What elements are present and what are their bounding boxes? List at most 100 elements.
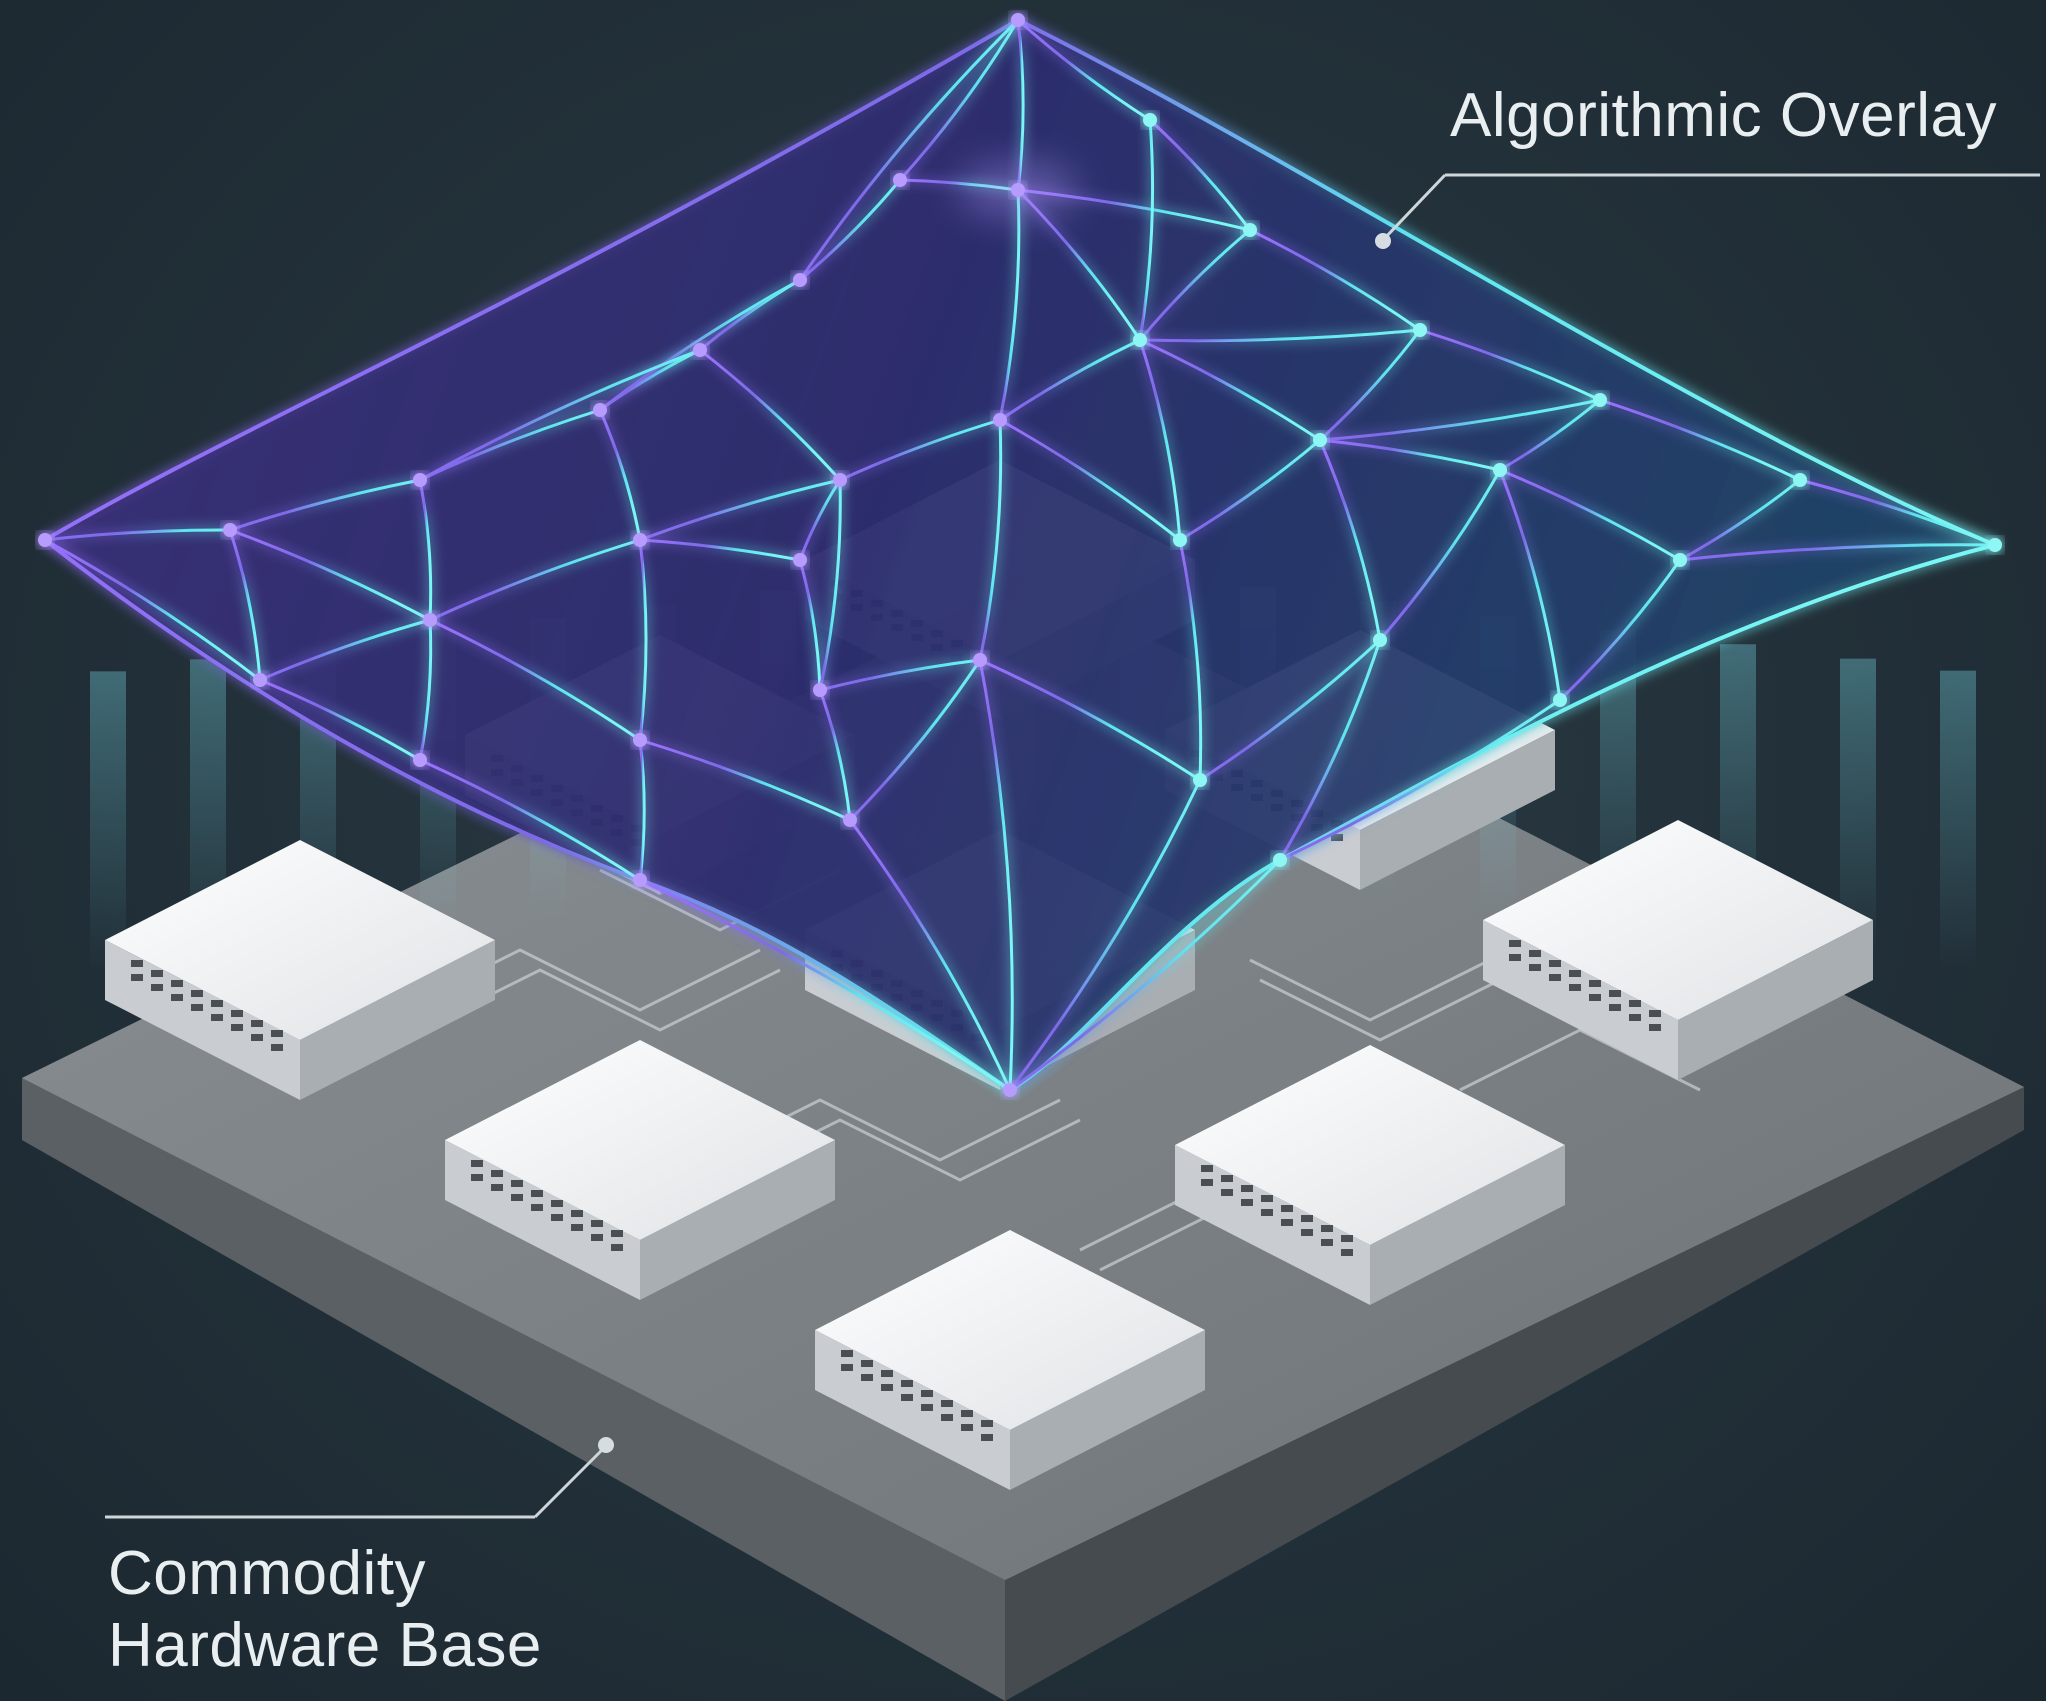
mesh-link bbox=[418, 479, 433, 621]
mesh-node bbox=[1988, 538, 2002, 552]
server-port bbox=[1649, 1024, 1661, 1031]
mesh-link bbox=[999, 418, 1181, 542]
server-port bbox=[1549, 974, 1561, 981]
server-port bbox=[1629, 1000, 1641, 1007]
server-port bbox=[1261, 1209, 1273, 1216]
light-beam bbox=[90, 671, 126, 972]
mesh-link bbox=[1279, 698, 1561, 862]
mesh-link bbox=[418, 619, 433, 761]
mesh-link bbox=[419, 348, 701, 482]
mesh-link bbox=[1138, 339, 1182, 541]
server-port bbox=[591, 1220, 603, 1227]
mesh-node bbox=[1593, 393, 1607, 407]
mesh-link bbox=[639, 738, 851, 822]
mesh-link bbox=[639, 878, 1011, 1092]
mesh-link bbox=[819, 658, 981, 692]
server-port bbox=[1221, 1189, 1233, 1196]
mesh-link bbox=[229, 528, 431, 622]
mesh-node bbox=[1553, 693, 1567, 707]
server-port bbox=[151, 984, 163, 991]
server-port bbox=[1221, 1175, 1233, 1182]
server-port bbox=[591, 1234, 603, 1241]
mesh-link bbox=[1319, 398, 1601, 442]
mesh-link bbox=[1599, 398, 1801, 482]
server-port bbox=[841, 1350, 853, 1357]
mesh-link bbox=[1179, 438, 1321, 542]
server-port bbox=[1201, 1165, 1213, 1172]
mesh-link bbox=[638, 739, 646, 881]
mesh-link bbox=[1016, 18, 1151, 122]
mesh-node bbox=[1243, 223, 1257, 237]
server-port bbox=[1569, 970, 1581, 977]
server-port bbox=[1609, 990, 1621, 997]
server-port bbox=[1281, 1219, 1293, 1226]
mesh-link bbox=[44, 538, 261, 682]
server-port bbox=[921, 1404, 933, 1411]
mesh-link bbox=[229, 478, 421, 532]
server-front bbox=[105, 940, 300, 1100]
server-port bbox=[1629, 1014, 1641, 1021]
server-port bbox=[881, 1384, 893, 1391]
server-port bbox=[1589, 994, 1601, 1001]
mesh-link bbox=[419, 408, 601, 482]
mesh-link bbox=[419, 758, 641, 882]
mesh-link bbox=[699, 348, 842, 482]
mesh-link bbox=[1009, 858, 1282, 1092]
server-port bbox=[841, 1364, 853, 1371]
mesh-link bbox=[799, 179, 902, 282]
server-front bbox=[1483, 920, 1678, 1080]
server-port bbox=[231, 1010, 243, 1017]
server-port bbox=[1549, 960, 1561, 967]
server-port bbox=[1301, 1215, 1313, 1222]
server-unit bbox=[1175, 1045, 1565, 1305]
server-port bbox=[191, 990, 203, 997]
server-port bbox=[1321, 1225, 1333, 1232]
server-port bbox=[1241, 1199, 1253, 1206]
server-port bbox=[1341, 1249, 1353, 1256]
mesh-link bbox=[1499, 468, 1681, 562]
server-port bbox=[211, 1000, 223, 1007]
server-port bbox=[1261, 1195, 1273, 1202]
mesh-node bbox=[813, 683, 827, 697]
mesh-node bbox=[1133, 333, 1147, 347]
server-port bbox=[1341, 1235, 1353, 1242]
mesh-node bbox=[1373, 633, 1387, 647]
server-port bbox=[531, 1190, 543, 1197]
mesh-node bbox=[253, 673, 267, 687]
server-port bbox=[1509, 940, 1521, 947]
mesh-link bbox=[1419, 328, 1601, 402]
server-port bbox=[151, 970, 163, 977]
server-port bbox=[551, 1214, 563, 1221]
server-side bbox=[300, 940, 495, 1100]
mesh-node bbox=[1011, 13, 1025, 27]
mesh-link bbox=[1148, 118, 1252, 231]
server-unit bbox=[1483, 820, 1873, 1080]
mesh-link bbox=[1139, 338, 1321, 442]
mesh-node bbox=[793, 273, 807, 287]
server-port bbox=[921, 1390, 933, 1397]
server-port bbox=[1321, 1239, 1333, 1246]
mesh-link bbox=[1139, 328, 1421, 343]
light-beam bbox=[1940, 670, 1976, 971]
server-port bbox=[511, 1194, 523, 1201]
mesh-link bbox=[818, 689, 852, 821]
mesh-link bbox=[1679, 543, 1996, 562]
mesh-link bbox=[979, 658, 1201, 782]
mesh-link bbox=[1558, 559, 1682, 702]
mesh-node bbox=[843, 813, 857, 827]
mesh-link bbox=[1378, 469, 1502, 641]
mesh-link bbox=[259, 618, 431, 682]
circuit-trace bbox=[1249, 958, 1491, 1022]
mesh-node bbox=[633, 873, 647, 887]
mesh-node bbox=[413, 473, 427, 487]
mesh-link bbox=[1498, 469, 1562, 701]
mesh-node bbox=[593, 403, 607, 417]
mesh-link bbox=[1318, 329, 1422, 442]
mesh-node bbox=[893, 173, 907, 187]
mesh-link bbox=[259, 678, 421, 762]
mesh-link bbox=[639, 478, 841, 542]
server-port bbox=[1509, 954, 1521, 961]
mesh-link bbox=[1199, 638, 1382, 782]
server-unit bbox=[445, 1040, 835, 1300]
base-label: Commodity Hardware Base bbox=[108, 1539, 542, 1680]
